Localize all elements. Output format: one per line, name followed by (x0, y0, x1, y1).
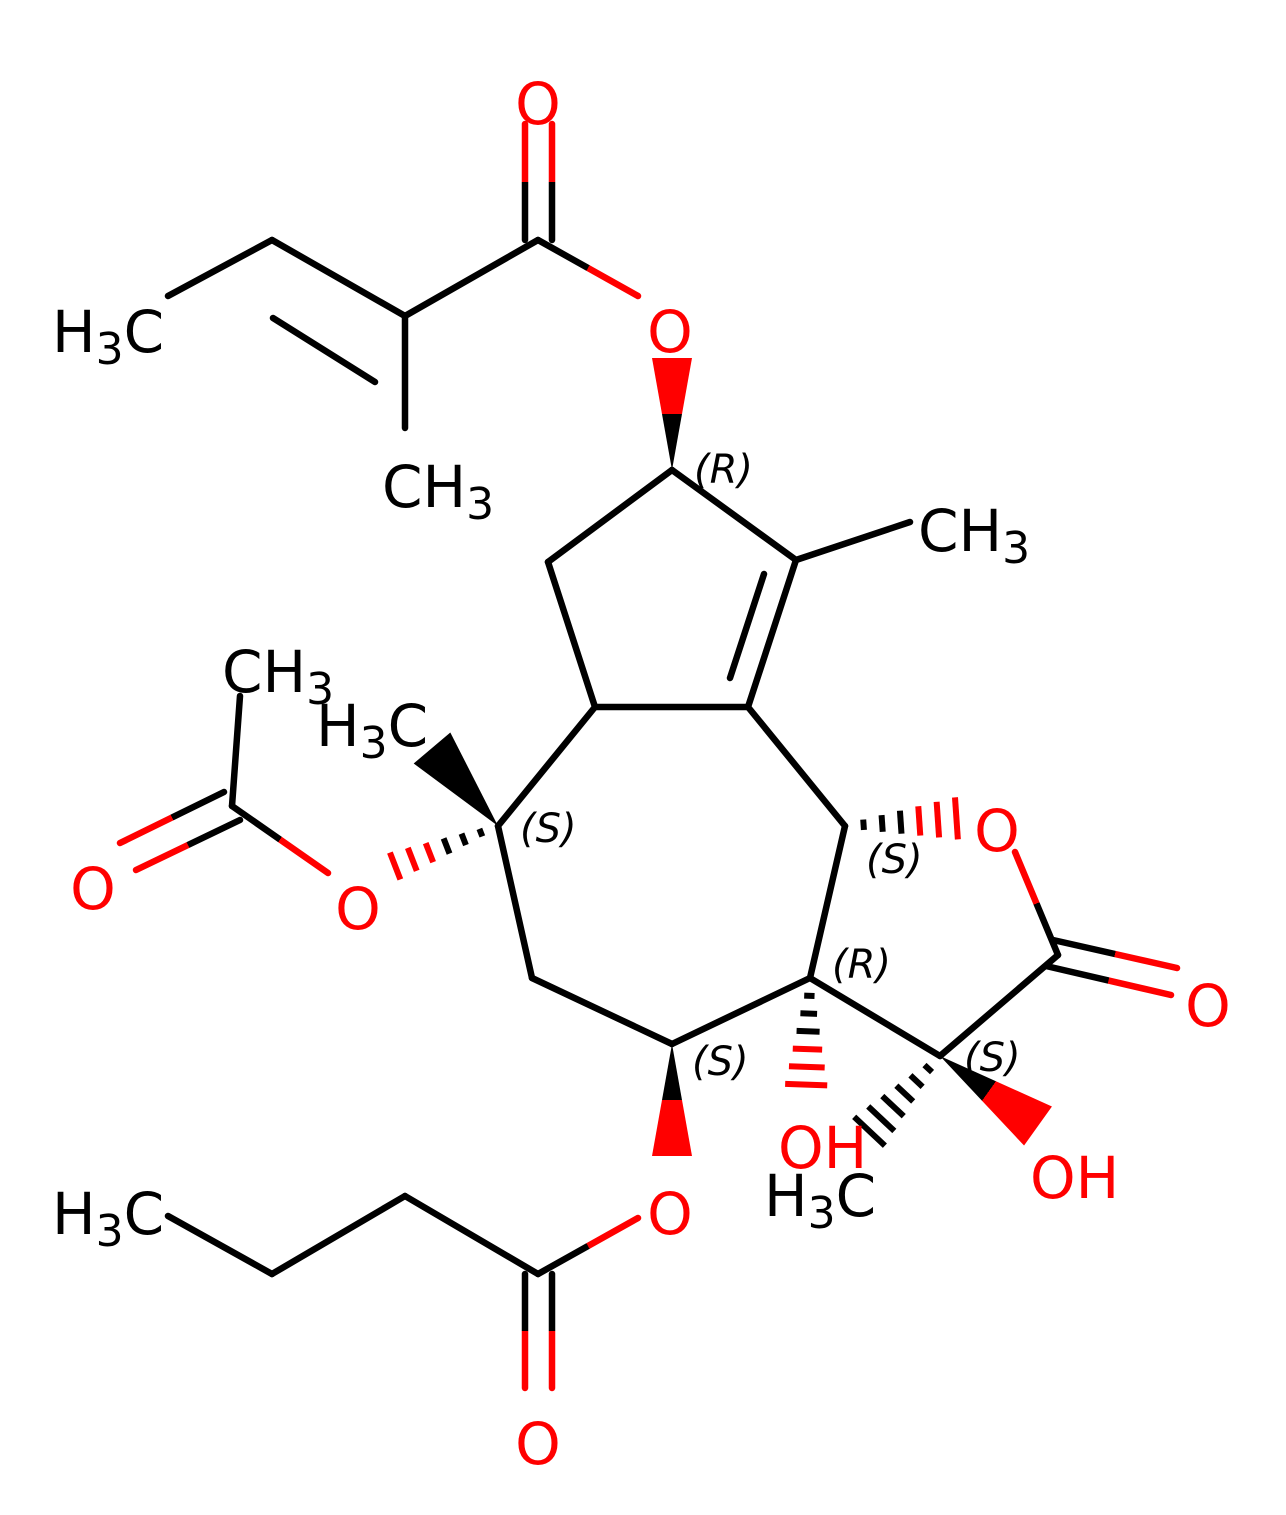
bond-line (806, 974, 944, 1060)
wedge-bond (413, 732, 498, 826)
wedge-bond-layer (413, 358, 1052, 1156)
bond-line (164, 1212, 276, 1278)
hash-stroke (860, 819, 867, 831)
atom-label-c5: H3C (316, 692, 428, 769)
bond-line (534, 236, 642, 300)
bond-line (269, 314, 379, 386)
bond-line (726, 570, 768, 682)
atom-label-o8: OH (1030, 1144, 1119, 1212)
bond-line (164, 236, 276, 300)
hash-stroke (792, 1045, 823, 1053)
bond-line (528, 974, 676, 1048)
bond-line (668, 466, 800, 564)
hash-stroke (878, 814, 886, 832)
hash-stroke (422, 842, 436, 864)
bond-line (744, 556, 800, 711)
atom-label-c3: CH3 (918, 497, 1030, 574)
hash-stroke (458, 832, 469, 847)
atom-label-c6: H3C (764, 1162, 876, 1239)
bond-line (401, 236, 542, 320)
hash-stroke (908, 1073, 925, 1089)
bond-line (1049, 936, 1181, 972)
hash-stroke (852, 1114, 887, 1148)
atom-label-c7: H3C (52, 1180, 164, 1257)
bond-line (494, 703, 599, 830)
hash-stroke (880, 1093, 906, 1119)
stereo-descriptor: (S) (692, 1039, 749, 1085)
hash-stroke (933, 801, 943, 838)
atom-label-o4: O (335, 875, 381, 943)
atom-label-o10: O (515, 1410, 561, 1478)
bond-line (806, 822, 849, 982)
atom-label-c4: CH3 (222, 638, 334, 715)
stereo-descriptor: (S) (964, 1035, 1021, 1081)
hash-stroke (387, 851, 404, 881)
hash-stroke (922, 1062, 935, 1075)
stereo-descriptor: (S) (520, 806, 577, 852)
hash-stroke (785, 1080, 828, 1089)
atom-label-c1: H3C (52, 298, 164, 375)
bond-line (936, 951, 1062, 1060)
bond-line (544, 558, 599, 711)
atom-label-o7: OH (778, 1114, 867, 1182)
hash-stroke (405, 846, 420, 872)
bond-line (401, 1192, 542, 1278)
bond-line (268, 236, 409, 320)
stereo-descriptor: (S) (866, 837, 923, 883)
bond-line (228, 692, 244, 810)
hashed-bond-layer (387, 797, 961, 1148)
wedge-bond (652, 358, 692, 470)
hash-stroke (796, 1027, 820, 1035)
hash-stroke (896, 810, 905, 834)
bond-line (668, 974, 814, 1048)
bond-line (792, 518, 914, 564)
hash-stroke (788, 1063, 825, 1071)
stereo-descriptor-layer: (R) (S) (S) (R) (S) (S) (520, 447, 1021, 1085)
bond-line (494, 822, 536, 982)
bond-line (132, 816, 244, 874)
atom-label-o3: O (70, 855, 116, 923)
bond-line (228, 802, 332, 877)
hash-stroke (440, 837, 453, 855)
wedge-bond (940, 1056, 1052, 1146)
atom-label-o5: O (974, 797, 1020, 865)
hash-stroke (915, 806, 924, 836)
atom-label-o1: O (515, 70, 561, 138)
bond-line (544, 466, 676, 566)
hash-stroke (894, 1083, 916, 1104)
atom-label-o2: O (647, 298, 693, 366)
bond-line (744, 703, 849, 830)
stereo-descriptor: (R) (694, 447, 753, 493)
bond-line (116, 788, 228, 847)
atom-label-o9: O (647, 1180, 693, 1248)
wedge-bond (652, 1044, 692, 1156)
hash-stroke (951, 797, 961, 840)
stereo-descriptor: (R) (832, 942, 891, 988)
hash-stroke (800, 1010, 818, 1017)
atom-label-c2: CH3 (382, 453, 494, 530)
bond-line (1042, 962, 1175, 999)
bond-line (268, 1192, 409, 1278)
hash-stroke (476, 827, 486, 838)
atom-label-o6: O (1185, 972, 1231, 1040)
hash-stroke (866, 1104, 897, 1134)
bond-layer (116, 120, 1181, 1392)
bond-line (534, 1214, 642, 1278)
